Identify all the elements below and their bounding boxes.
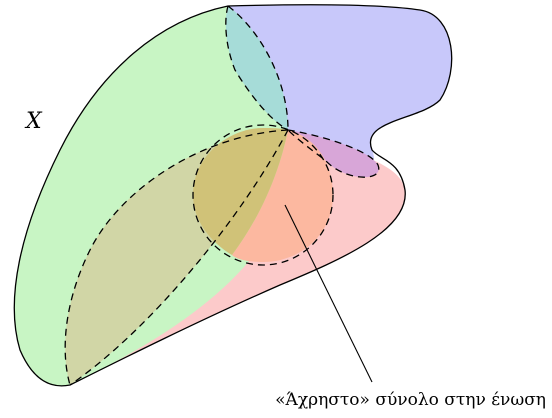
dashed-boundary-blue-inner [225, 5, 289, 131]
pointer-line [284, 204, 373, 383]
dashed-boundary-blue-red [287, 129, 380, 178]
dashed-boundary-green-blue [227, 5, 289, 131]
dashed-boundary-green-red [69, 129, 289, 386]
green-blue-overlap [225, 6, 288, 130]
dashed-circle [192, 124, 334, 266]
union-outline [13, 4, 453, 387]
caption-label: «Άχρηστο» σύνολο στην ένωση [275, 390, 546, 410]
circle-in-green [193, 128, 288, 255]
circle-overlap-red [232, 130, 333, 262]
blue-region [228, 4, 452, 169]
dashed-boundary-red-inner [64, 129, 289, 386]
space-label: X [24, 109, 43, 134]
